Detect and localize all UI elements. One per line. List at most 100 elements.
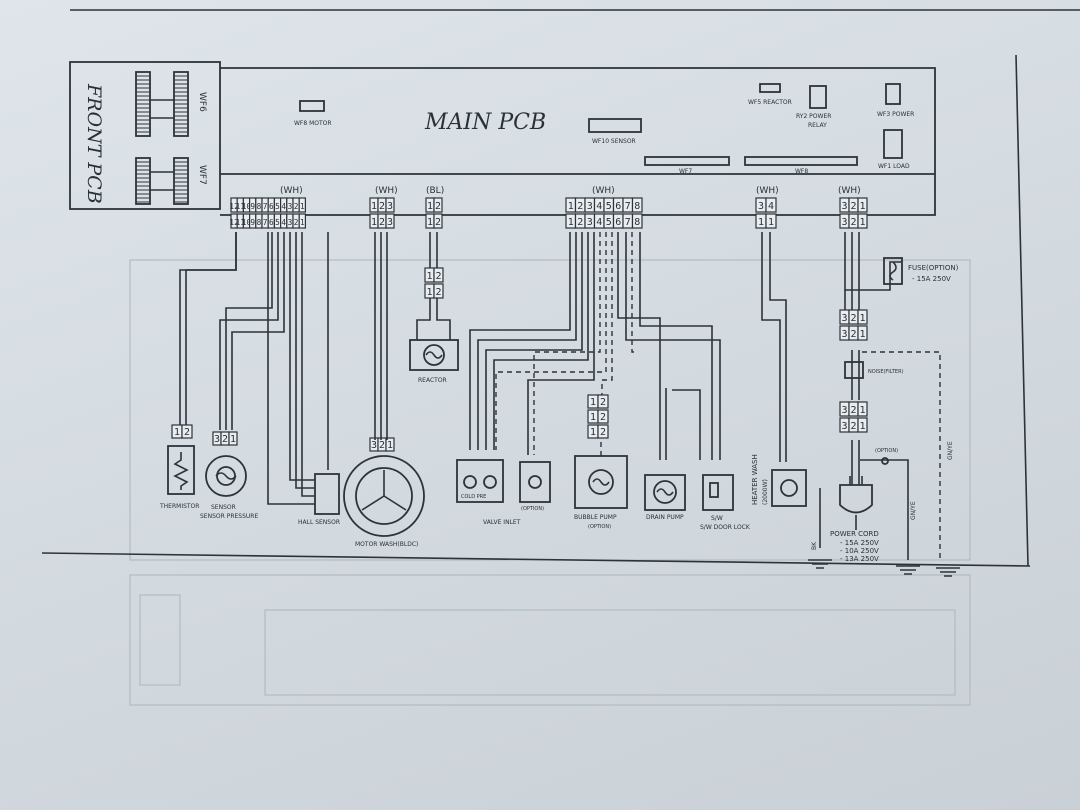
connector-c4-pin-label: 2: [577, 201, 583, 212]
power-connector-b-lower-pin-cell: [857, 417, 868, 433]
power-connector-a-pin-label: 3: [841, 313, 847, 324]
bubble-connector-pin-label: 2: [600, 397, 606, 408]
power-cord-rating-2: - 10A 250V: [840, 547, 879, 555]
power-connector-b-lower-pin-label: 1: [859, 421, 865, 432]
bubble-connector-mid-pin-cell: [597, 409, 609, 424]
connector-c1-pin-label: 5: [275, 202, 280, 211]
power-connector-b-lower-pin-label: 3: [841, 421, 847, 432]
wf-motor-tag: WF8 MOTOR: [294, 100, 332, 127]
connector-color-c1: (WH): [280, 186, 303, 196]
svg-text:WF8 MOTOR: WF8 MOTOR: [294, 120, 332, 127]
connector-c5-bottom-pin-label: 1: [768, 217, 774, 228]
connector-c6-pin-label: 2: [850, 201, 856, 212]
power-connector-a-lower-pin-label: 2: [850, 329, 856, 340]
connector-c1-pin-label: 2: [294, 202, 299, 211]
svg-text:WF10 SENSOR: WF10 SENSOR: [592, 138, 636, 145]
reactor-label: REACTOR: [418, 377, 447, 384]
thermistor-connector-pin-label: 1: [174, 427, 180, 438]
wire-tag-bk: BK: [811, 541, 818, 550]
connector-c4-lower-pin-label: 1: [568, 217, 574, 228]
connector-c4-lower-pin-label: 8: [634, 217, 640, 228]
connector-c6-lower-pin-cell: [857, 213, 868, 229]
connector-c1-pin-label: 1: [300, 202, 305, 211]
heater-wash: HEATER WASH (2000W): [751, 454, 807, 507]
connector-c4-pin-label: 7: [625, 201, 631, 212]
connector-color-c4: (WH): [592, 186, 615, 196]
connector-c4-lower-pin-label: 3: [587, 217, 593, 228]
power-cord-rating-3: - 13A 250V: [840, 555, 879, 563]
connector-c2-pin-label: 2: [379, 201, 385, 212]
connector-c1-lower-pin-label: 12: [229, 218, 238, 227]
wf-sensor-tag: WF10 SENSOR: [588, 118, 642, 145]
power-connector-a-pin-label: 2: [850, 313, 856, 324]
bubble-connector-low-pin-cell: [597, 424, 609, 439]
bubble-connector-low-pin-label: 1: [590, 427, 596, 438]
ground-symbol: [896, 565, 920, 575]
connector-c4-pin-label: 3: [587, 201, 593, 212]
door-lock: S/W S/W DOOR LOCK: [700, 474, 751, 531]
sensor-pressure-label-1: SENSOR: [211, 504, 236, 511]
reactor: REACTOR: [409, 339, 459, 384]
wf-power-tag: WF3 POWER: [877, 83, 914, 118]
sensor-connector-pin-cell: [228, 431, 238, 446]
bubble-connector-pin-cell: [597, 394, 609, 409]
connector-c3-lower-pin-label: 1: [427, 217, 433, 228]
wf7-header: WF7: [644, 156, 730, 175]
svg-text:WF3 POWER: WF3 POWER: [877, 111, 914, 118]
bubble-connector-low-pin-label: 2: [600, 427, 606, 438]
connector-c2-lower-pin-label: 3: [387, 217, 393, 228]
main-pcb-title: MAIN PCB: [424, 110, 546, 135]
power-connector-b-pin-label: 2: [850, 405, 856, 416]
hall-sensor: HALL SENSOR: [298, 473, 340, 526]
power-connector-a-pin-cell: [857, 309, 868, 325]
ground-symbol: [808, 559, 832, 569]
connector-color-c2: (WH): [375, 186, 398, 196]
connector-c1-pin-label: 9: [250, 202, 255, 211]
bubble-connector-mid-pin-label: 2: [600, 412, 606, 423]
connector-c1-pin-label: 12: [229, 202, 238, 211]
connector-c6-pin-label: 1: [859, 201, 865, 212]
sensor-pressure-label: SENSOR PRESSURE: [200, 513, 258, 520]
valve-inlet: COLD PRE (OPTION) VALVE INLET: [456, 459, 551, 526]
motor-wash-label: MOTOR WASH(BLDC): [355, 541, 418, 548]
connector-c6-lower-pin-label: 2: [850, 217, 856, 228]
connector-c4-pin-label: 5: [606, 201, 612, 212]
connector-c2-lower-pin-label: 1: [371, 217, 377, 228]
connector-c1-lower-pin-label: 7: [263, 218, 268, 227]
connector-c1-lower-pin-label: 1: [300, 218, 305, 227]
connector-color-c3: (BL): [426, 186, 444, 196]
valve-option-label: (OPTION): [521, 506, 544, 512]
main-pcb: MAIN PCB WF8 MOTOR WF10 SENSOR WF5 REACT…: [220, 67, 936, 216]
wf-reactor-tag: WF5 REACTOR: [748, 83, 792, 106]
drain-pump-label: DRAIN PUMP: [646, 514, 684, 521]
connector-c1-lower-pin-cell: [298, 213, 307, 229]
svg-text:WF8: WF8: [795, 168, 808, 175]
connector-c4-lower-pin-label: 4: [596, 217, 602, 228]
connector-c4-lower-pin-label: 5: [606, 217, 612, 228]
bubble-pump: BUBBLE PUMP (OPTION): [574, 440, 628, 530]
wiring: [179, 232, 941, 560]
cold-pre-label: COLD PRE: [461, 494, 486, 500]
fuse: FUSE(OPTION) - 15A 250V: [883, 257, 959, 285]
connector-c4-lower-pin-cell: [631, 213, 643, 229]
motor-connector-pin-label: 2: [379, 440, 385, 451]
ground-symbol: [936, 567, 960, 577]
